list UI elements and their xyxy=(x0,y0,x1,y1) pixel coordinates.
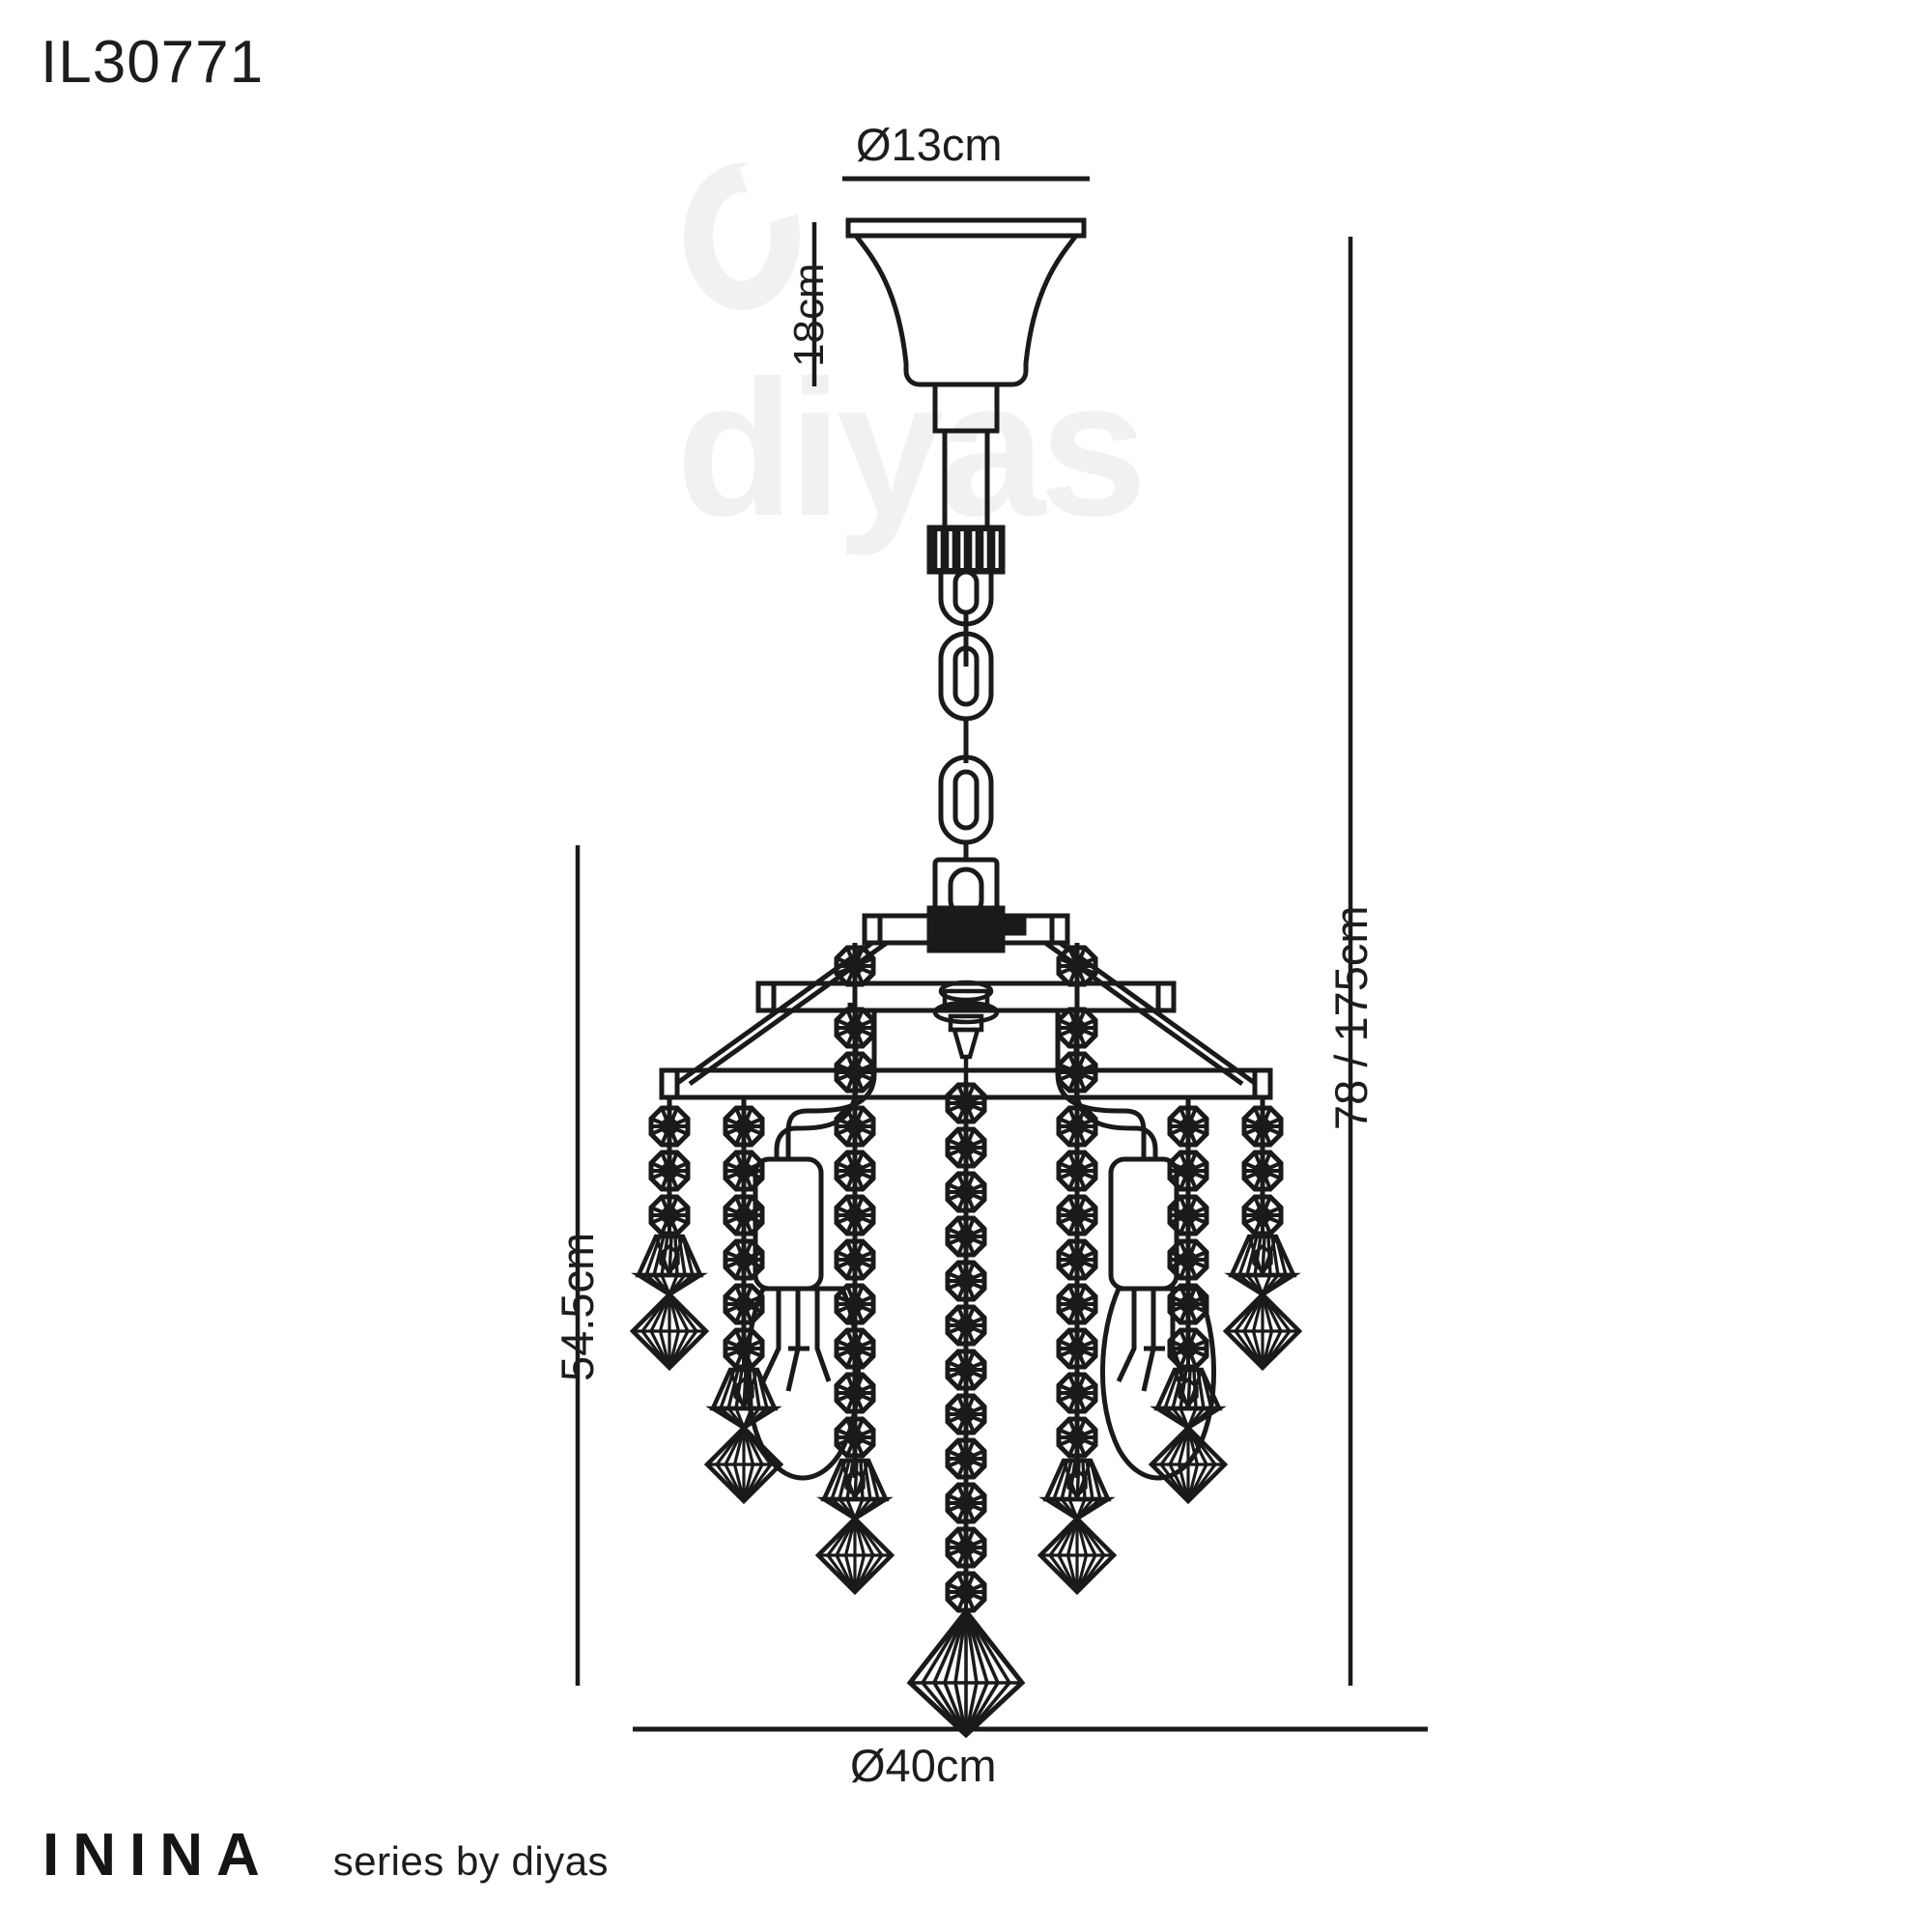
bead-strand-5 xyxy=(1040,948,1114,1592)
suspension-chain xyxy=(926,525,1006,919)
dim-label-fitting-height: 54.5cm xyxy=(552,1232,603,1381)
product-code: IL30771 xyxy=(41,29,265,96)
dim-label-overall-drop: 78 / 175cm xyxy=(1325,905,1377,1130)
dimension-lines xyxy=(575,176,1428,1732)
footer: ININA series by diyas xyxy=(43,1826,609,1886)
series-name: ININA xyxy=(43,1822,273,1889)
dim-label-bottom-diameter: Ø40cm xyxy=(850,1740,997,1791)
series-by-label: series by diyas xyxy=(332,1838,610,1884)
ceiling-rose xyxy=(845,217,1087,530)
bead-strand-centre xyxy=(910,1085,1022,1735)
bead-strand-6 xyxy=(1151,1108,1225,1501)
dim-label-rose-height: 18cm xyxy=(785,263,833,367)
bead-strand-1 xyxy=(633,1108,706,1368)
dim-label-top-diameter: Ø13cm xyxy=(856,119,1003,170)
bead-strand-7 xyxy=(1226,1108,1299,1368)
bead-strand-3 xyxy=(818,948,892,1592)
bead-strand-2 xyxy=(707,1108,781,1501)
chandelier-frame xyxy=(659,905,1273,1100)
